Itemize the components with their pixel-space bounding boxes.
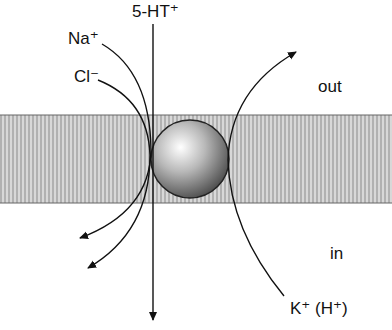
side-label: in	[330, 245, 343, 264]
ion-label: Na⁺	[68, 30, 99, 49]
chloride-arrow	[88, 80, 150, 268]
side-label: out	[318, 78, 342, 97]
serotonin-arrow	[152, 24, 153, 320]
membrane-edge	[0, 203, 392, 204]
membrane-band	[0, 115, 392, 203]
potassium-arrow	[228, 52, 296, 296]
ion-label: Cl⁻	[74, 68, 99, 87]
transporter-sphere	[151, 120, 229, 198]
ion-label: K⁺ (H⁺)	[290, 300, 348, 319]
membrane-edge	[0, 115, 392, 116]
ion-label: 5-HT⁺	[132, 3, 179, 22]
